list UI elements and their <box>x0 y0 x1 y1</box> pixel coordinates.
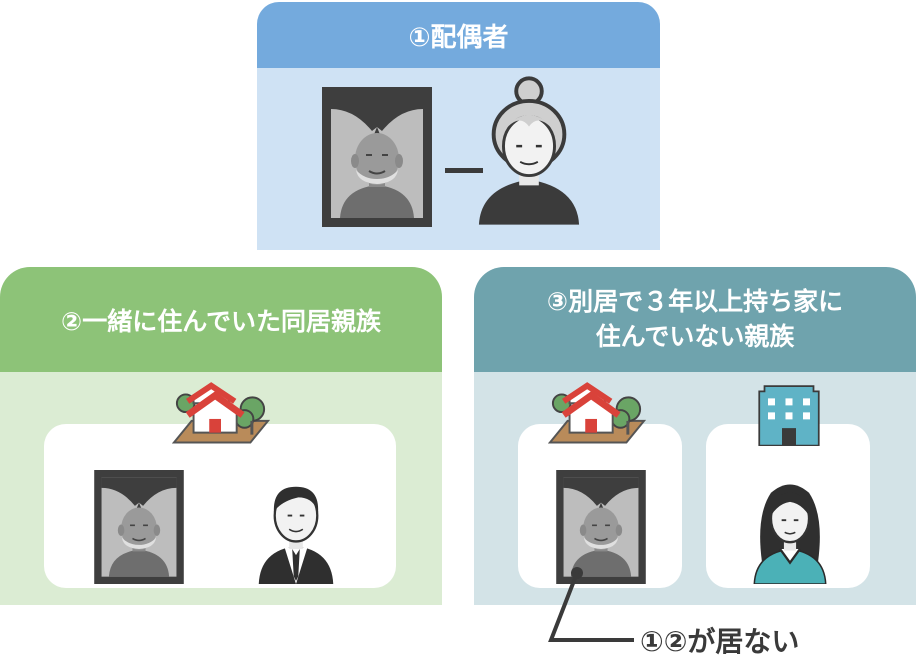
cohabiting-relatives-body <box>0 372 442 605</box>
separate-relatives-header: ③別居で３年以上持ち家に 住んでいない親族 <box>474 267 916 372</box>
cohabiting-relatives-panel: ②一緒に住んでいた同居親族 <box>0 267 442 605</box>
cohabiting-relatives-header: ②一緒に住んでいた同居親族 <box>0 267 442 372</box>
separate-relatives-panel: ③別居で３年以上持ち家に 住んでいない親族 <box>474 267 916 605</box>
cohabiting-relatives-title: ②一緒に住んでいた同居親族 <box>61 306 381 336</box>
note-no-spouse-or-cohabitant: ①②が居ない <box>640 625 800 658</box>
separate-relatives-body <box>474 372 916 605</box>
separate-relatives-title-line2: 住んでいない親族 <box>595 321 795 351</box>
spouse-title: ①配偶者 <box>408 22 509 53</box>
connector-line <box>445 168 483 173</box>
separate-relatives-title-line1: ③別居で３年以上持ち家に <box>546 287 844 316</box>
spouse-header: ①配偶者 <box>257 2 660 68</box>
spouse-panel: ①配偶者 <box>257 2 660 250</box>
spouse-body <box>257 68 660 250</box>
